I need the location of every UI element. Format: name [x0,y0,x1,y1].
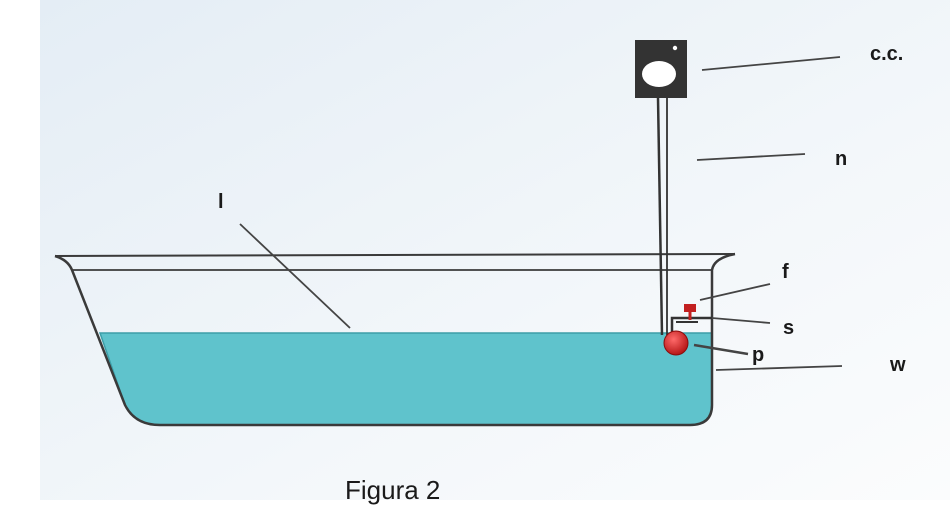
tank-outline [54,252,736,427]
float-ball [663,330,689,356]
label-cc: c.c. [870,43,903,65]
tank-rim-top [54,253,736,257]
fixture [684,304,696,312]
leader-n [696,153,806,161]
label-n: n [835,148,847,170]
leader-s [711,317,771,324]
support-bracket [670,316,712,335]
label-f: f [782,261,789,283]
leader-f [699,283,771,301]
label-w: w [889,354,906,376]
leader-w [715,365,843,371]
figure-caption: Figura 2 [345,475,440,505]
label-l: l [218,191,224,213]
background-bottom [0,500,950,518]
leader-l [239,223,351,329]
leader-p [693,343,749,356]
label-s: s [783,317,794,339]
leader-cc [701,56,841,71]
counter-dial [642,61,676,87]
counter-indicator [672,45,678,51]
label-p: p [752,344,764,366]
rod-left [656,97,664,336]
water [98,332,713,426]
